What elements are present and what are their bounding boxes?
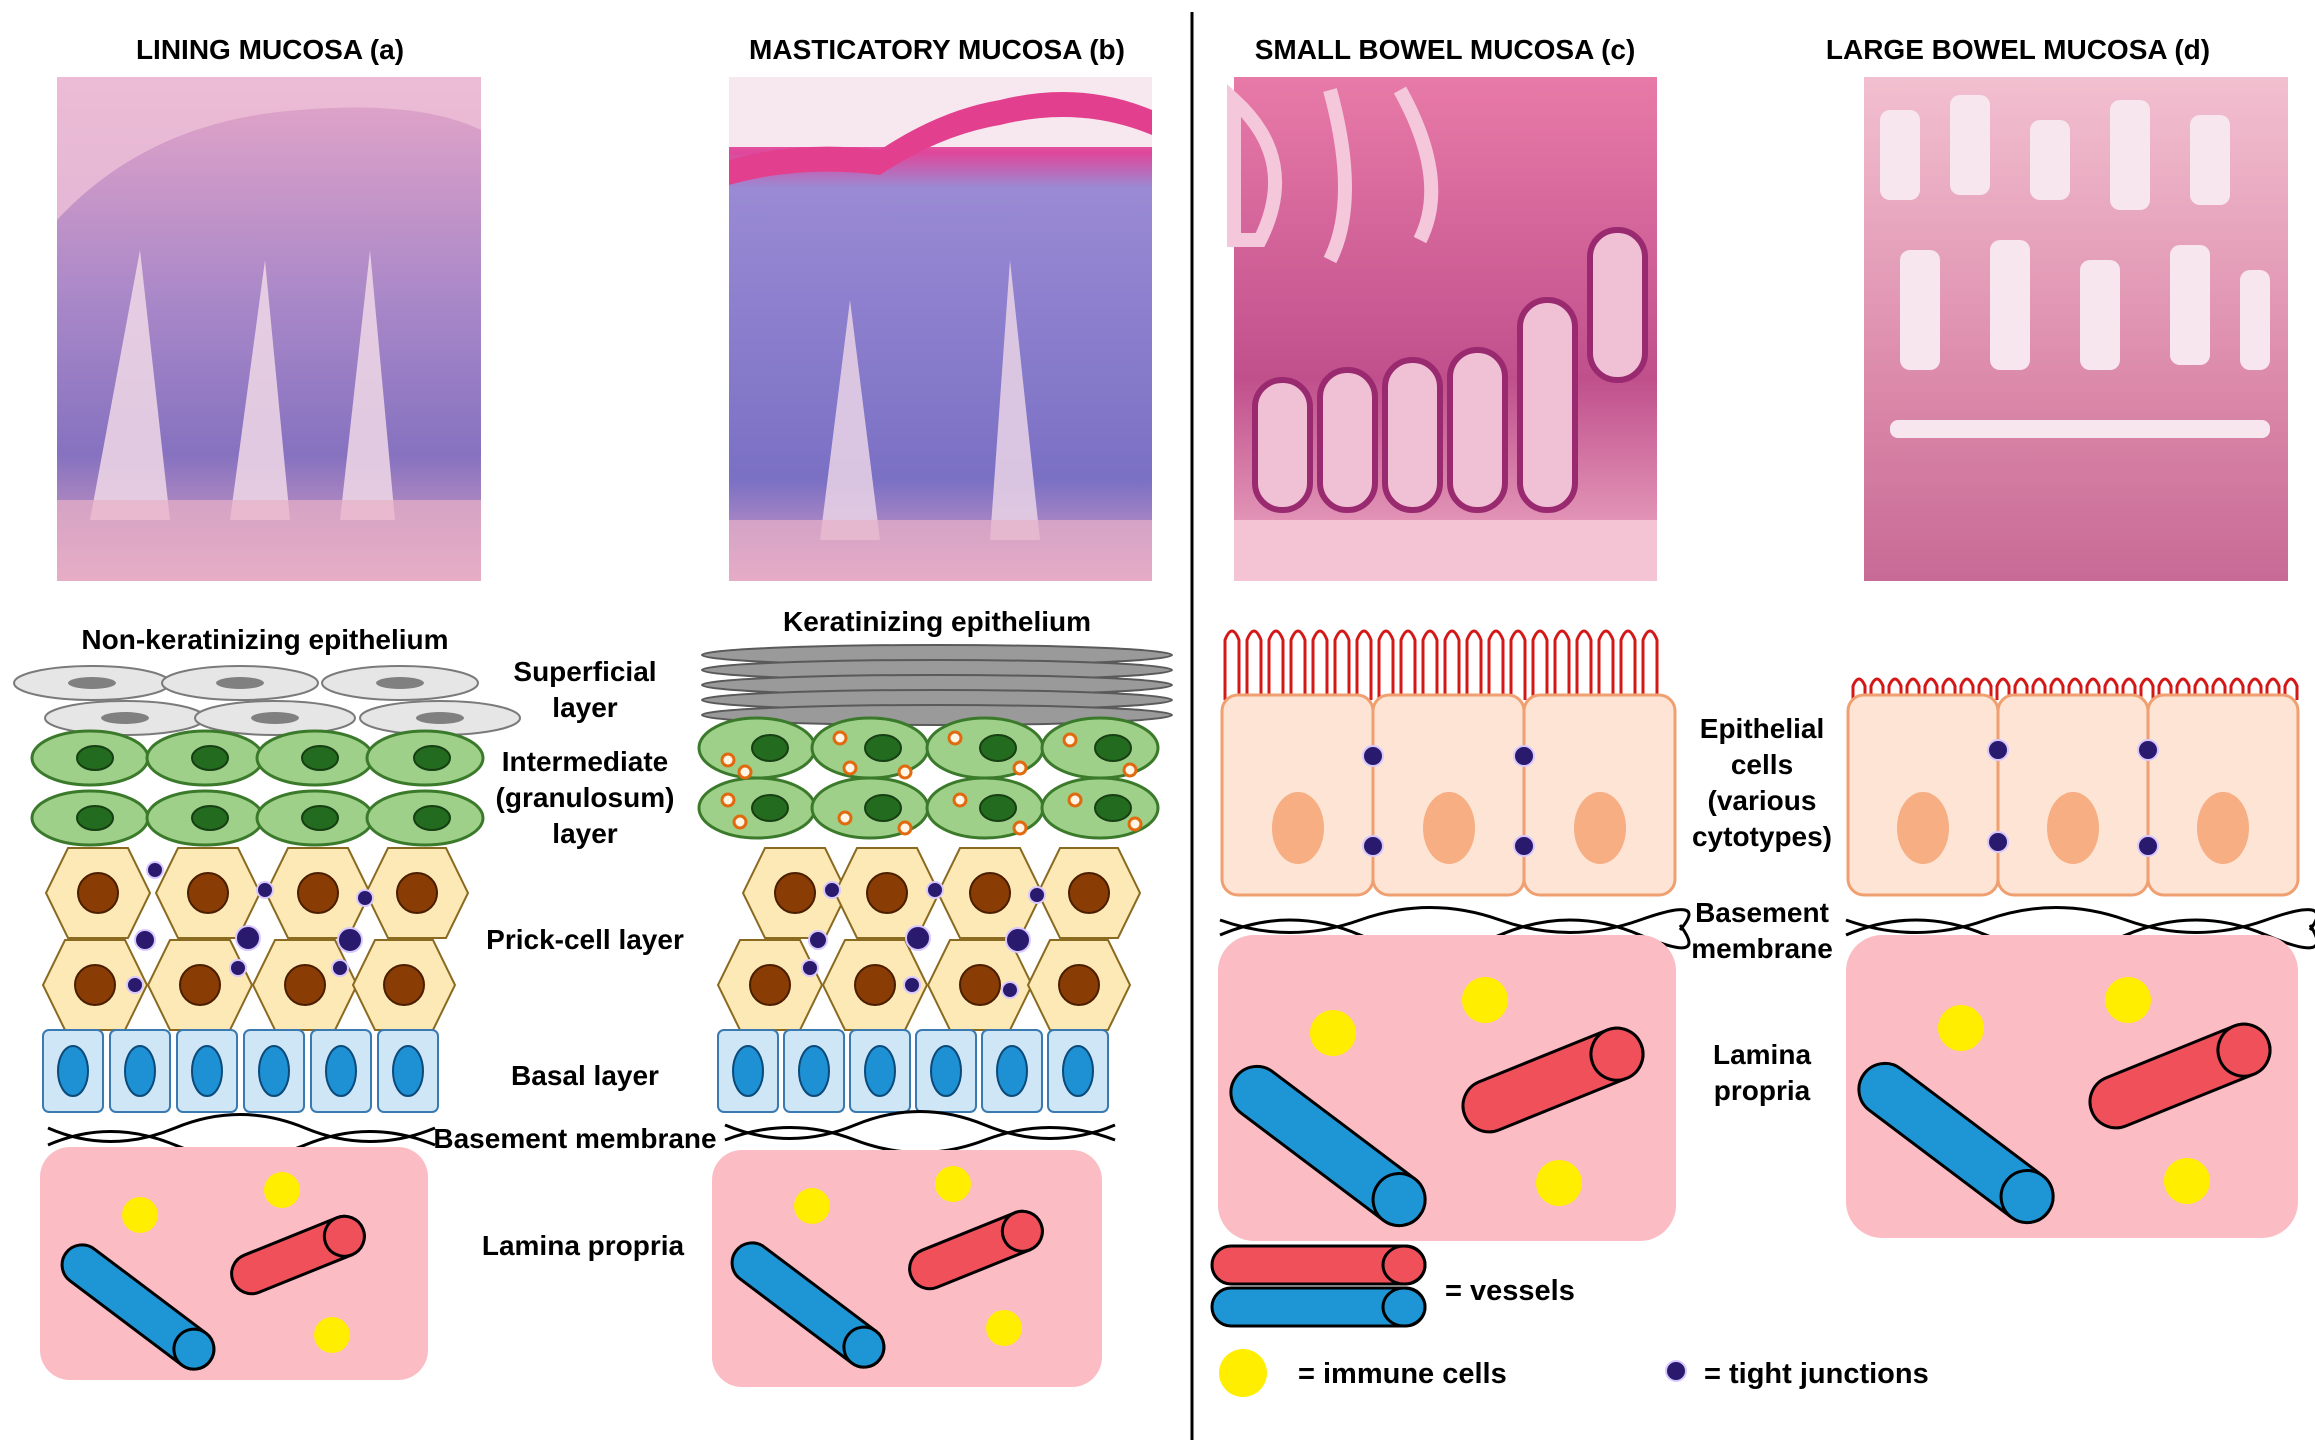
intermediate-layer-cells-a <box>30 729 485 847</box>
label-superficial-2: layer <box>552 692 617 723</box>
tight-junctions-c <box>1362 745 1535 857</box>
tight-junctions-a <box>126 861 374 994</box>
legend-immune-label: = immune cells <box>1298 1358 1507 1390</box>
tight-junctions-b <box>801 881 1046 999</box>
blood-vessel-red-b <box>908 1209 1044 1291</box>
legend-tight-junction <box>1665 1360 1687 1382</box>
keratohyalin-granules-b <box>720 730 1143 836</box>
legend-immune-cell <box>1219 1349 1267 1397</box>
immune-cells-a <box>122 1172 350 1353</box>
label-epithelial-4: cytotypes) <box>1692 821 1832 852</box>
bowel-layer-labels: Epithelial cells (various cytotypes) Bas… <box>1691 713 1833 1106</box>
legend-vessel-blue <box>1210 1286 1427 1328</box>
oral-layer-labels: Superficial layer Intermediate (granulos… <box>433 656 716 1261</box>
label-superficial-1: Superficial <box>513 656 656 687</box>
superficial-layer-cells-a <box>13 665 521 736</box>
micrograph-masticatory-mucosa <box>729 77 1152 581</box>
label-intermediate-3: layer <box>552 818 617 849</box>
microvilli-c <box>1223 629 1659 700</box>
microvilli-d <box>1851 677 2299 700</box>
label-epithelial-2: cells <box>1731 749 1793 780</box>
blood-vessel-red-d <box>2088 1022 2272 1130</box>
blood-vessel-blue-a <box>60 1243 216 1371</box>
blood-vessel-red-a <box>230 1214 366 1296</box>
label-prick-cell: Prick-cell layer <box>486 924 684 955</box>
title-lining-mucosa: LINING MUCOSA (a) <box>136 34 404 65</box>
subtitle-non-keratinizing: Non-keratinizing epithelium <box>81 624 448 655</box>
legend-tight-label: = tight junctions <box>1704 1358 1929 1390</box>
legend-vessel-red <box>1210 1244 1427 1286</box>
label-lamina-1: Lamina <box>1713 1039 1811 1070</box>
immune-cells-c <box>1310 977 1582 1206</box>
keratin-layers-b <box>701 644 1173 726</box>
label-lamina-propria: Lamina propria <box>482 1230 685 1261</box>
blood-vessel-blue-c <box>1229 1064 1427 1228</box>
basal-layer-cells-b <box>717 1029 1109 1113</box>
label-epithelial-1: Epithelial <box>1700 713 1824 744</box>
label-lamina-2: propria <box>1714 1075 1811 1106</box>
label-intermediate-2: (granulosum) <box>496 782 675 813</box>
label-epithelial-3: (various <box>1708 785 1817 816</box>
blood-vessel-blue-b <box>730 1241 886 1369</box>
basal-layer-cells-a <box>42 1029 439 1113</box>
blood-vessel-blue-d <box>1857 1061 2055 1225</box>
label-basement-2: membrane <box>1691 933 1833 964</box>
subtitle-keratinizing: Keratinizing epithelium <box>783 606 1091 637</box>
legend-vessels-label: = vessels <box>1445 1275 1575 1307</box>
title-masticatory-mucosa: MASTICATORY MUCOSA (b) <box>749 34 1125 65</box>
blood-vessel-red-c <box>1461 1026 1645 1134</box>
micrograph-lining-mucosa <box>57 77 481 581</box>
title-large-bowel-mucosa: LARGE BOWEL MUCOSA (d) <box>1826 34 2210 65</box>
immune-cells-b <box>794 1166 1022 1346</box>
label-intermediate-1: Intermediate <box>502 746 669 777</box>
label-basement-membrane: Basement membrane <box>433 1123 716 1154</box>
title-small-bowel-mucosa: SMALL BOWEL MUCOSA (c) <box>1255 34 1636 65</box>
micrograph-large-bowel-mucosa <box>1864 77 2288 581</box>
label-basal: Basal layer <box>511 1060 659 1091</box>
micrograph-small-bowel-mucosa <box>1227 77 1657 581</box>
tight-junctions-d <box>1987 739 2159 857</box>
immune-cells-d <box>1938 977 2210 1204</box>
basement-membrane-b <box>724 1110 1116 1154</box>
label-basement-1: Basement <box>1695 897 1829 928</box>
legend: = vessels = immune cells = tight junctio… <box>1210 1244 1929 1397</box>
